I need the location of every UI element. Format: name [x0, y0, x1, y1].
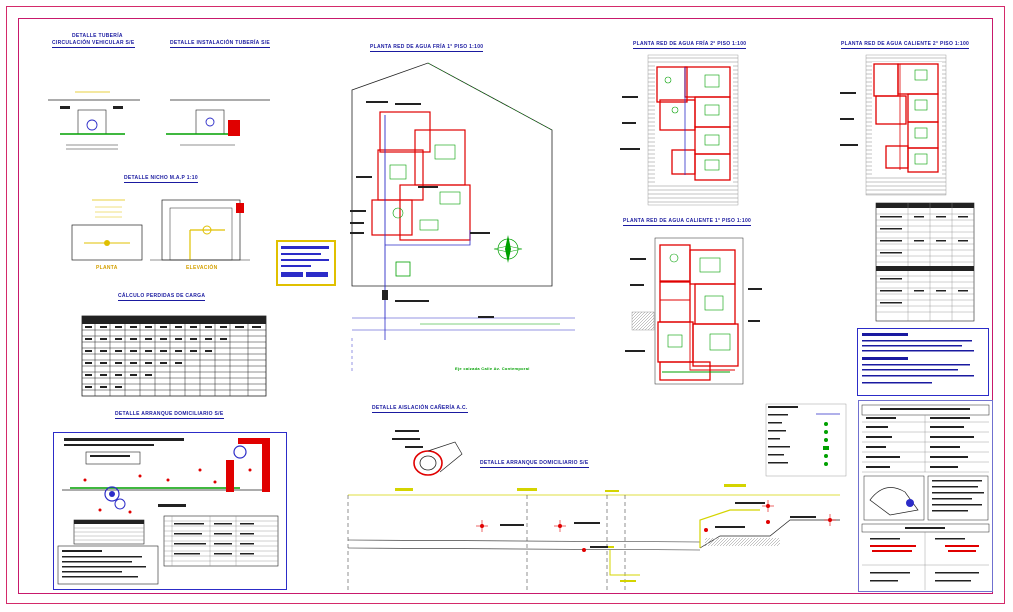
symbols-legend [765, 403, 847, 477]
title-calculo-perdidas: CÁLCULO PERDIDAS DE CARGA [118, 293, 206, 301]
detalle-nicho-drawing [71, 199, 250, 261]
north-arrow-icon [493, 235, 523, 263]
outer-frame [6, 6, 1005, 604]
notes-content [862, 333, 974, 384]
calculo-perdidas-table [81, 315, 267, 397]
title-detalle-arranque-1: DETALLE ARRANQUE DOMICILIARIO S/E [115, 411, 224, 419]
title-planta-fria-2: PLANTA RED DE AGUA FRÍA 2° PISO 1:100 [633, 41, 747, 49]
label-planta: PLANTA [96, 265, 118, 271]
detalle-instalacion-drawing [166, 99, 270, 146]
fixtures-table [875, 202, 975, 322]
title-planta-caliente-2: PLANTA RED DE AGUA CALIENTE 2° PISO 1:10… [841, 41, 970, 49]
title-detalle-arranque-2: DETALLE ARRANQUE DOMICILIARIO S/E [480, 460, 589, 468]
inner-frame [18, 18, 993, 594]
title-detalle-tuberia: DETALLE TUBERÍA [72, 33, 123, 39]
title-planta-caliente-1: PLANTA RED DE AGUA CALIENTE 1° PISO 1:10… [623, 218, 752, 226]
notes-box [857, 328, 989, 396]
title-block-content [861, 404, 990, 590]
planta-caliente-2-drawing [840, 54, 947, 196]
label-calle: Eje calzada Calle Av. Contemporal [455, 366, 530, 371]
planta-caliente-1-drawing [625, 237, 762, 385]
title-circulacion-vehicular: CIRCULACIÓN VEHICULAR S/E [52, 40, 135, 48]
perfil-arranque-drawing [347, 484, 840, 590]
title-detalle-aislacion: DETALLE AISLACIÓN CAÑERÍA A.C. [372, 405, 468, 413]
title-detalle-instalacion: DETALLE INSTALACIÓN TUBERÍA S/E [170, 40, 271, 48]
detalle-tuberia-drawing [48, 91, 140, 150]
title-planta-fria-1: PLANTA RED DE AGUA FRÍA 1° PISO 1:100 [370, 44, 484, 52]
detalle-aislacion-drawing [392, 430, 463, 476]
arranque-detail-drawing [57, 438, 279, 585]
title-detalle-nicho: DETALLE NICHO M.A.P 1:10 [124, 175, 198, 183]
planta-fria-1-drawing [350, 62, 575, 372]
legend-box-content [281, 246, 329, 277]
label-elevacion: ELEVACIÓN [186, 265, 218, 271]
planta-fria-2-drawing [620, 54, 739, 206]
